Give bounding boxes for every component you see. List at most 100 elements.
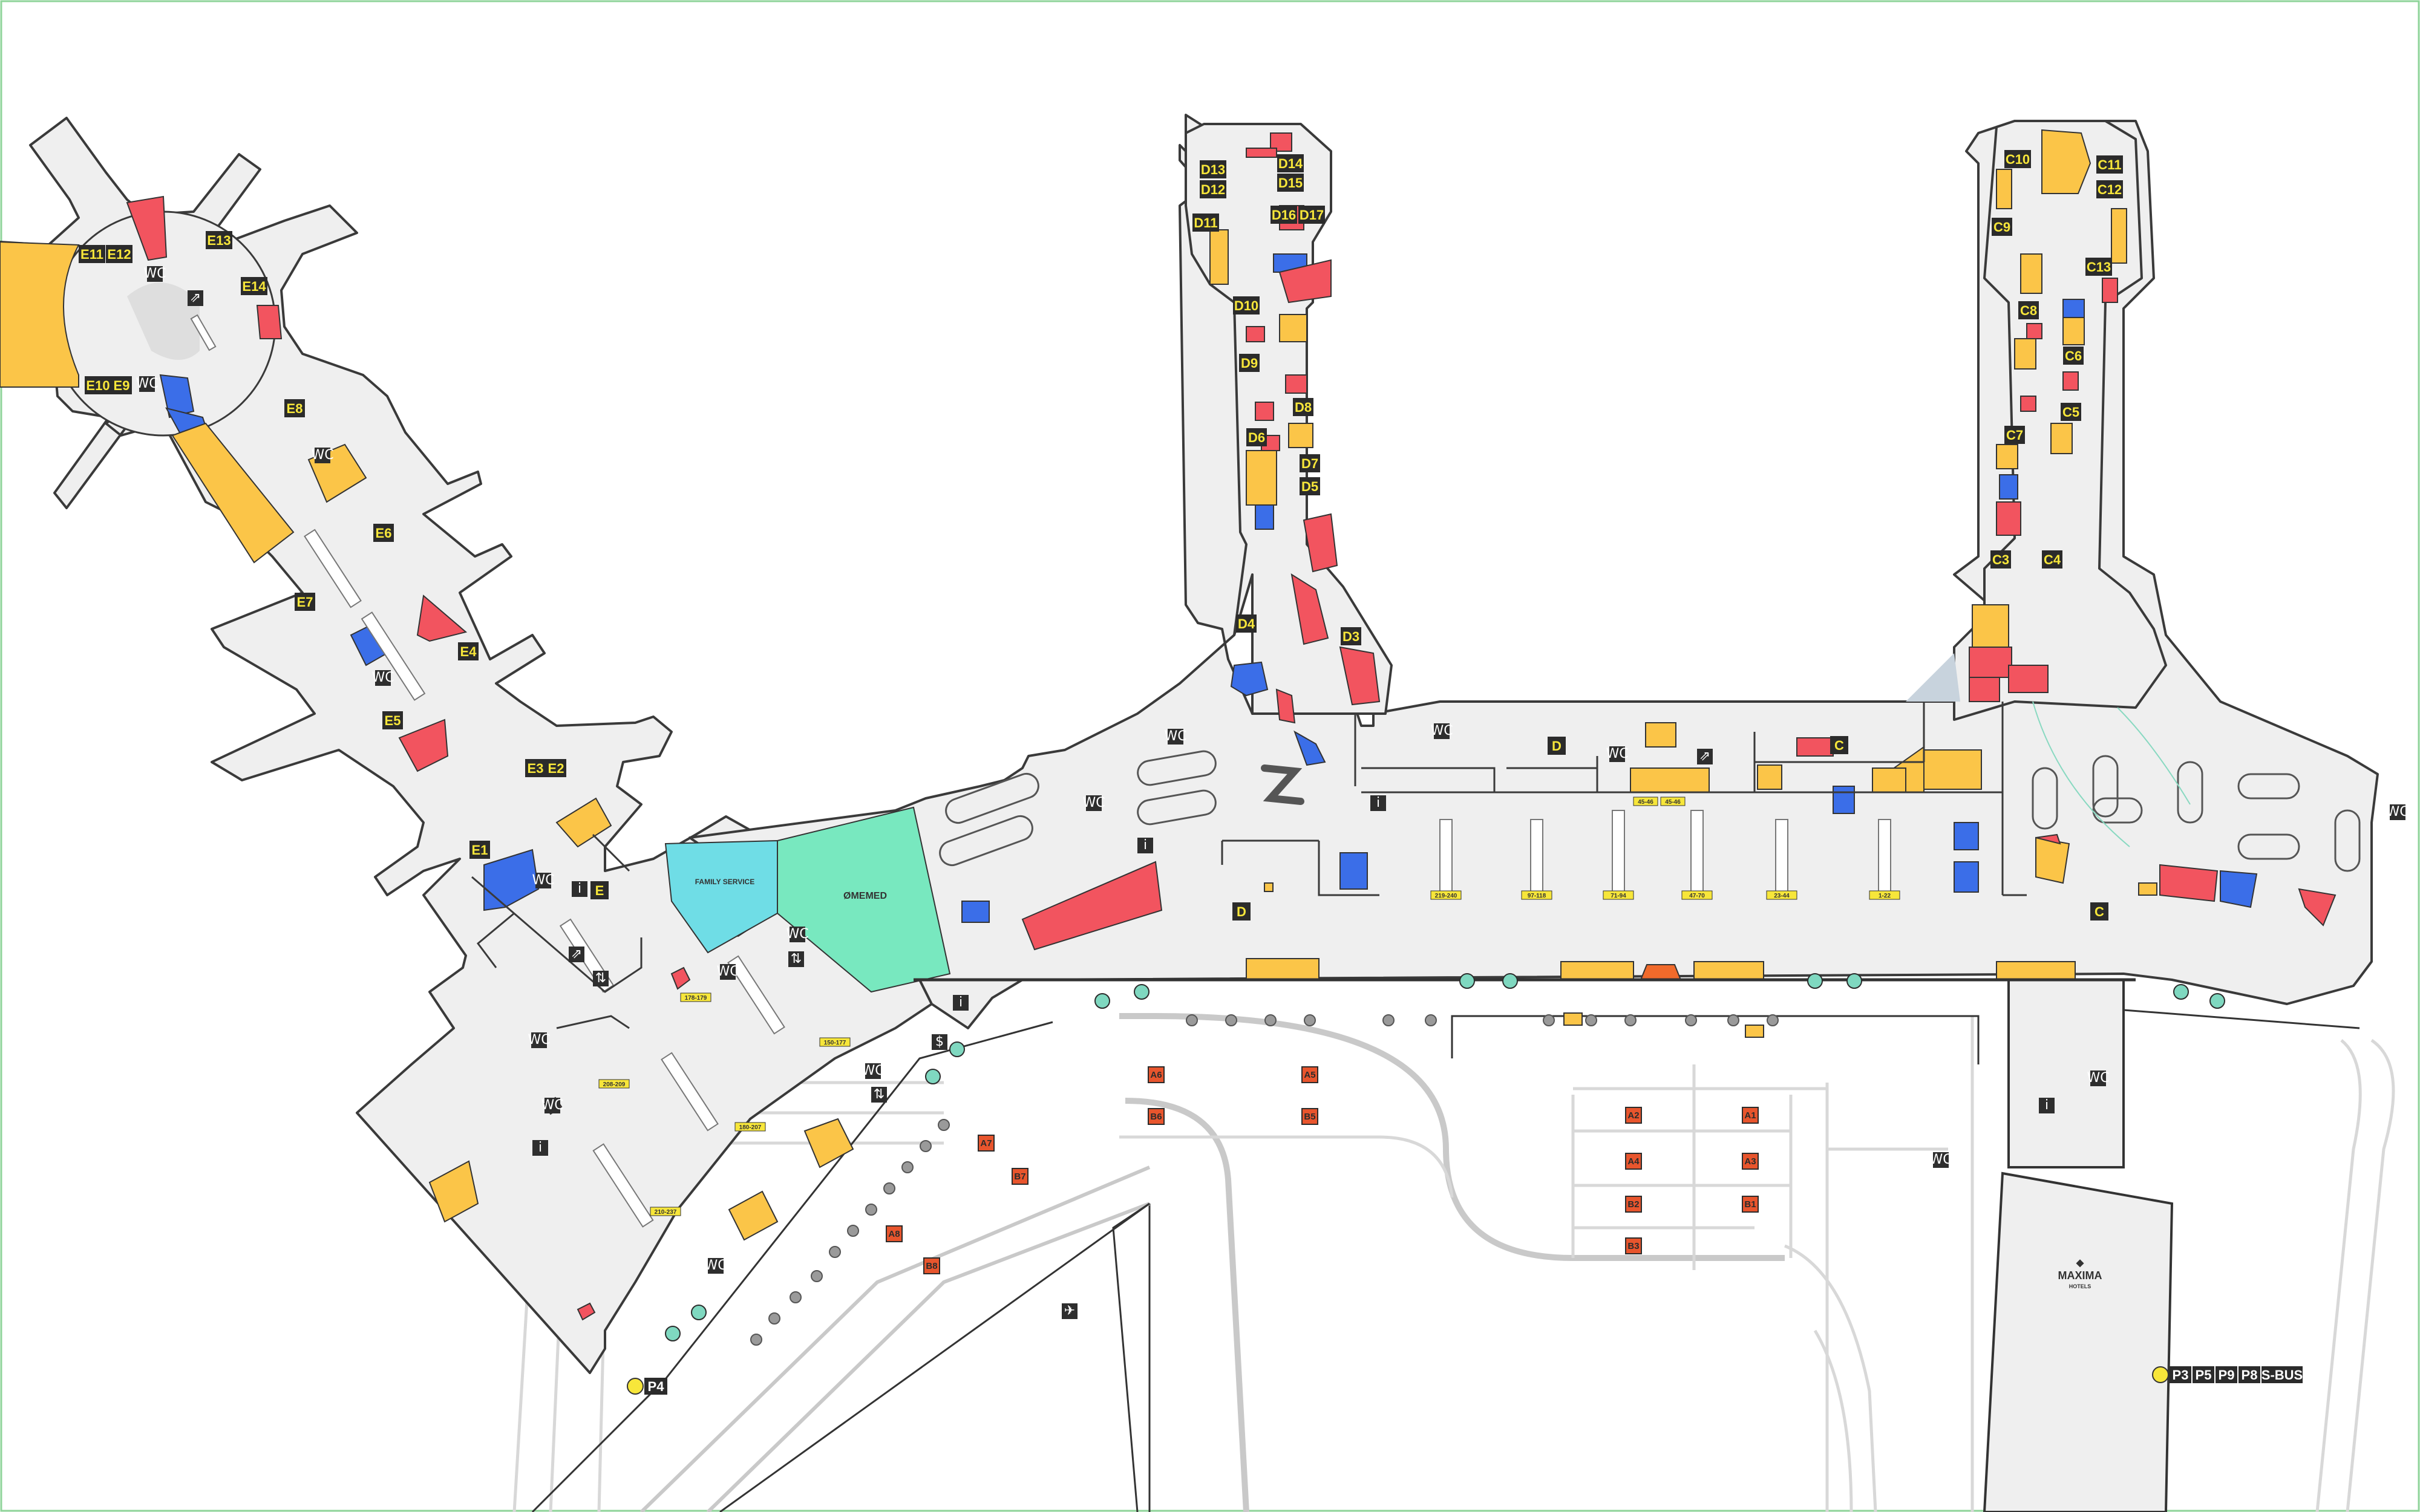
gate-c13[interactable]: C13 xyxy=(2085,258,2112,276)
info-icon[interactable] xyxy=(572,881,587,897)
gate-e9[interactable]: E9 xyxy=(111,376,132,394)
elevator-icon[interactable] xyxy=(788,951,804,967)
info-icon[interactable] xyxy=(953,995,969,1011)
gate-e1[interactable]: E1 xyxy=(469,841,490,859)
gate-d6[interactable]: D6 xyxy=(1246,428,1267,446)
toilet-icon[interactable] xyxy=(1434,723,1450,739)
gate-d15[interactable]: D15 xyxy=(1277,174,1304,192)
taxi-icon[interactable] xyxy=(1062,1303,1078,1319)
gate-d12[interactable]: D12 xyxy=(1200,180,1226,198)
toilet-icon[interactable] xyxy=(315,448,330,463)
stand-b6[interactable]: B6 xyxy=(1148,1108,1165,1125)
gate-d3[interactable]: D3 xyxy=(1341,627,1361,645)
stand-a1[interactable]: A1 xyxy=(1742,1107,1759,1124)
stand-b7[interactable]: B7 xyxy=(1012,1168,1028,1185)
gate-c5[interactable]: C5 xyxy=(2061,403,2081,421)
gate-d4[interactable]: D4 xyxy=(1236,614,1257,633)
stand-a8[interactable]: A8 xyxy=(886,1225,903,1242)
stand-a4[interactable]: A4 xyxy=(1625,1153,1642,1170)
toilet-icon[interactable] xyxy=(2390,804,2405,820)
svg-text:D: D xyxy=(1552,738,1562,754)
gate-c8[interactable]: C8 xyxy=(2018,301,2039,319)
gate-c4[interactable]: C4 xyxy=(2042,550,2062,569)
svg-text:150-177: 150-177 xyxy=(824,1040,846,1046)
toilet-icon[interactable] xyxy=(708,1258,724,1274)
stand-a7[interactable]: A7 xyxy=(978,1135,995,1152)
info-icon[interactable] xyxy=(1137,838,1153,853)
rotunda-inner xyxy=(127,282,200,360)
toilet-icon[interactable] xyxy=(544,1098,560,1113)
parking-p4[interactable]: P4 xyxy=(627,1378,667,1395)
gate-e13[interactable]: E13 xyxy=(206,231,232,249)
stand-b2[interactable]: B2 xyxy=(1625,1196,1642,1213)
atm-icon[interactable] xyxy=(932,1034,947,1050)
stand-b8[interactable]: B8 xyxy=(923,1257,940,1274)
gate-d17[interactable]: D17 xyxy=(1298,206,1325,224)
gate-d14[interactable]: D14 xyxy=(1277,154,1304,172)
gate-e4[interactable]: E4 xyxy=(458,642,479,660)
elevator-icon[interactable] xyxy=(871,1087,887,1103)
info-icon[interactable] xyxy=(1370,795,1386,811)
escalator-icon[interactable] xyxy=(569,947,584,962)
gate-d-lower[interactable]: D xyxy=(1232,902,1251,921)
toilet-icon[interactable] xyxy=(1933,1152,1949,1168)
gate-e14[interactable]: E14 xyxy=(241,277,267,295)
gate-e3[interactable]: E3 xyxy=(525,759,546,777)
toilet-icon[interactable] xyxy=(720,964,736,980)
escalator-icon[interactable] xyxy=(188,290,203,306)
gate-d5[interactable]: D5 xyxy=(1300,477,1320,495)
gate-e12[interactable]: E12 xyxy=(106,245,132,263)
stand-a6[interactable]: A6 xyxy=(1148,1066,1165,1083)
gate-c[interactable]: C xyxy=(1830,736,1848,754)
stand-b1[interactable]: B1 xyxy=(1742,1196,1759,1213)
gate-c12[interactable]: C12 xyxy=(2096,180,2123,198)
gate-c-lower[interactable]: C xyxy=(2090,902,2108,921)
gate-d16[interactable]: D16 xyxy=(1270,206,1297,224)
gate-d8[interactable]: D8 xyxy=(1293,398,1313,416)
svg-text:C8: C8 xyxy=(2020,303,2037,318)
gate-e[interactable]: E xyxy=(590,881,609,899)
gate-e2[interactable]: E2 xyxy=(546,759,566,777)
escalator-icon[interactable] xyxy=(1697,749,1713,764)
gate-e6[interactable]: E6 xyxy=(373,524,394,542)
toilet-icon[interactable] xyxy=(1168,729,1183,745)
toilet-icon[interactable] xyxy=(1086,795,1102,811)
gate-c10[interactable]: C10 xyxy=(2004,150,2031,168)
elevator-icon[interactable] xyxy=(593,971,609,986)
stand-a3[interactable]: A3 xyxy=(1742,1153,1759,1170)
toilet-icon[interactable] xyxy=(375,670,391,686)
gate-e8[interactable]: E8 xyxy=(284,399,305,417)
toilet-icon[interactable] xyxy=(790,927,805,942)
gate-d13[interactable]: D13 xyxy=(1200,160,1226,178)
gate-c6[interactable]: C6 xyxy=(2063,347,2084,365)
gate-c9[interactable]: C9 xyxy=(1992,218,2012,236)
toilet-icon[interactable] xyxy=(865,1063,881,1079)
toilet-icon[interactable] xyxy=(139,376,155,392)
info-icon[interactable] xyxy=(532,1140,548,1156)
gate-c3[interactable]: C3 xyxy=(1990,550,2011,569)
toilet-icon[interactable] xyxy=(2090,1070,2106,1086)
svg-text:D10: D10 xyxy=(1234,298,1258,313)
gate-d[interactable]: D xyxy=(1548,737,1566,755)
gate-d7[interactable]: D7 xyxy=(1300,454,1320,472)
gate-c7[interactable]: C7 xyxy=(2004,426,2025,444)
gate-d9[interactable]: D9 xyxy=(1239,354,1260,372)
gate-d10[interactable]: D10 xyxy=(1233,296,1260,314)
gate-e5[interactable]: E5 xyxy=(382,711,403,729)
info-icon[interactable] xyxy=(2039,1098,2055,1113)
gate-e7[interactable]: E7 xyxy=(295,593,315,611)
parking-right-group[interactable]: P3 P5 P9 P8 S-BUS xyxy=(2152,1366,2303,1383)
stand-a2[interactable]: A2 xyxy=(1625,1107,1642,1124)
toilet-icon[interactable] xyxy=(147,266,163,282)
stand-a5[interactable]: A5 xyxy=(1301,1066,1318,1083)
stand-b3[interactable]: B3 xyxy=(1625,1237,1642,1254)
stand-b5[interactable]: B5 xyxy=(1301,1108,1318,1125)
gate-d11[interactable]: D11 xyxy=(1192,213,1219,232)
svg-text:C: C xyxy=(2095,904,2104,919)
gate-e10[interactable]: E10 xyxy=(85,376,111,394)
gate-e11[interactable]: E11 xyxy=(79,245,105,263)
gate-c11[interactable]: C11 xyxy=(2096,155,2123,174)
toilet-icon[interactable] xyxy=(531,1032,547,1048)
toilet-icon[interactable] xyxy=(535,873,551,888)
toilet-icon[interactable] xyxy=(1609,746,1625,762)
